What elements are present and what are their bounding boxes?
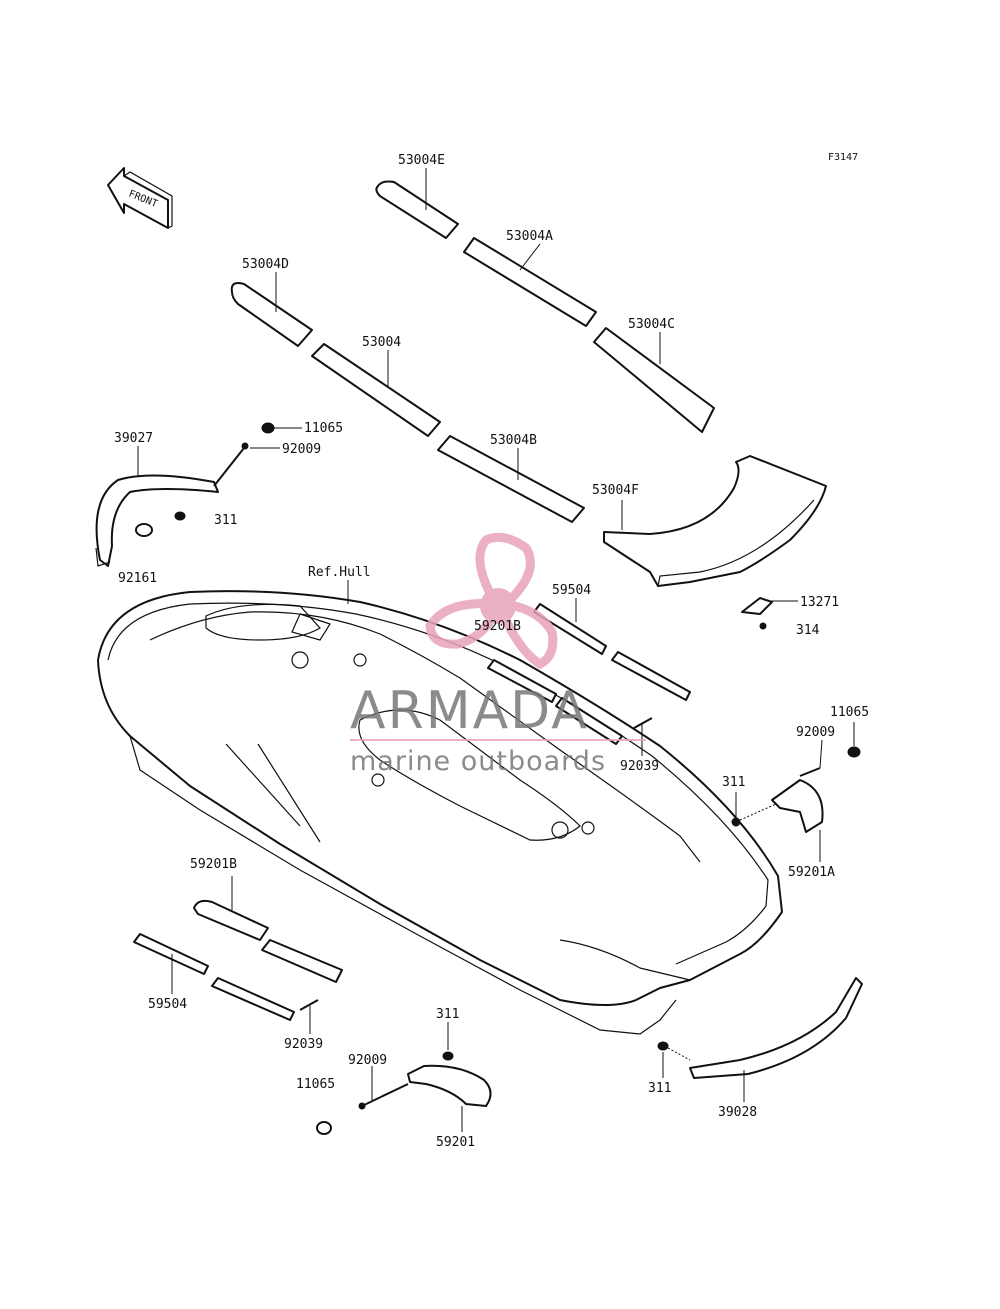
- nut-11065-top: [261, 422, 275, 434]
- label-11065-right: 11065: [830, 705, 869, 720]
- label-311-right: 311: [722, 775, 745, 790]
- pad-53004F: [603, 455, 827, 587]
- grommet-92161: [135, 523, 153, 537]
- label-92009-right: 92009: [796, 725, 835, 740]
- rail-59201B-bottom: [193, 899, 343, 983]
- pad-53004A: [463, 237, 597, 327]
- screw-92009-bottom: [358, 1083, 409, 1110]
- label-53004: 53004: [362, 335, 401, 350]
- nut-311-rear: [657, 1041, 691, 1061]
- propeller-logo-icon: [425, 532, 558, 670]
- label-311-bottom: 311: [436, 1007, 459, 1022]
- guard-59201: [407, 1064, 492, 1107]
- pin-92039-top: [633, 717, 653, 729]
- label-ref-hull: Ref.Hull: [308, 565, 371, 580]
- label-92039-bottom: 92039: [284, 1037, 323, 1052]
- screw-92009-top: [213, 442, 249, 487]
- label-59504-top: 59504: [552, 583, 591, 598]
- rail-59504-top: [487, 603, 691, 745]
- label-59504-bottom: 59504: [148, 997, 187, 1012]
- front-arrow-icon: FRONT: [107, 167, 173, 229]
- label-92161: 92161: [118, 571, 157, 586]
- nut-311-left: [174, 511, 186, 521]
- pad-53004E: [375, 180, 459, 239]
- pin-92039-bottom: [299, 999, 319, 1011]
- bumper-39028: [689, 977, 863, 1079]
- bracket-13271: [741, 597, 773, 630]
- label-53004B: 53004B: [490, 433, 537, 448]
- label-11065-bottom: 11065: [296, 1077, 335, 1092]
- label-314: 314: [796, 623, 820, 638]
- nut-11065-bottom: [316, 1121, 332, 1135]
- leader-lines: [137, 168, 855, 1132]
- label-13271: 13271: [800, 595, 839, 610]
- label-59201A: 59201A: [788, 865, 835, 880]
- label-53004F: 53004F: [592, 483, 639, 498]
- label-92009-top: 92009: [282, 442, 321, 457]
- label-53004D: 53004D: [242, 257, 289, 272]
- brand-name: ARMADA: [350, 681, 589, 741]
- label-53004E: 53004E: [398, 153, 445, 168]
- armada-watermark: ARMADA marine outboards: [350, 532, 646, 777]
- label-53004A: 53004A: [506, 229, 553, 244]
- label-11065-top: 11065: [304, 421, 343, 436]
- figure-code: F3147: [828, 152, 858, 163]
- label-92039-top: 92039: [620, 759, 659, 774]
- label-59201B-bottom: 59201B: [190, 857, 237, 872]
- nut-311-bottom: [442, 1051, 454, 1061]
- label-53004C: 53004C: [628, 317, 675, 332]
- label-59201B-top: 59201B: [474, 619, 521, 634]
- label-311-left: 311: [214, 513, 237, 528]
- pad-53004D: [230, 282, 313, 347]
- label-311-rear: 311: [648, 1081, 671, 1096]
- label-92009-bottom: 92009: [348, 1053, 387, 1068]
- label-39027: 39027: [114, 431, 153, 446]
- guard-59201A: [771, 779, 824, 833]
- pad-53004B: [437, 435, 585, 523]
- label-59201: 59201: [436, 1135, 475, 1150]
- nut-11065-right: [847, 746, 861, 758]
- rail-59504-bottom: [133, 933, 295, 1021]
- screw-92009-right: [799, 767, 821, 777]
- label-39028: 39028: [718, 1105, 757, 1120]
- bumper-39027: [95, 474, 219, 567]
- hull-reference: [97, 590, 783, 1035]
- brand-tagline: marine outboards: [350, 746, 606, 777]
- pad-53004: [311, 343, 441, 437]
- pad-53004C: [593, 327, 715, 433]
- nut-311-right: [731, 803, 777, 827]
